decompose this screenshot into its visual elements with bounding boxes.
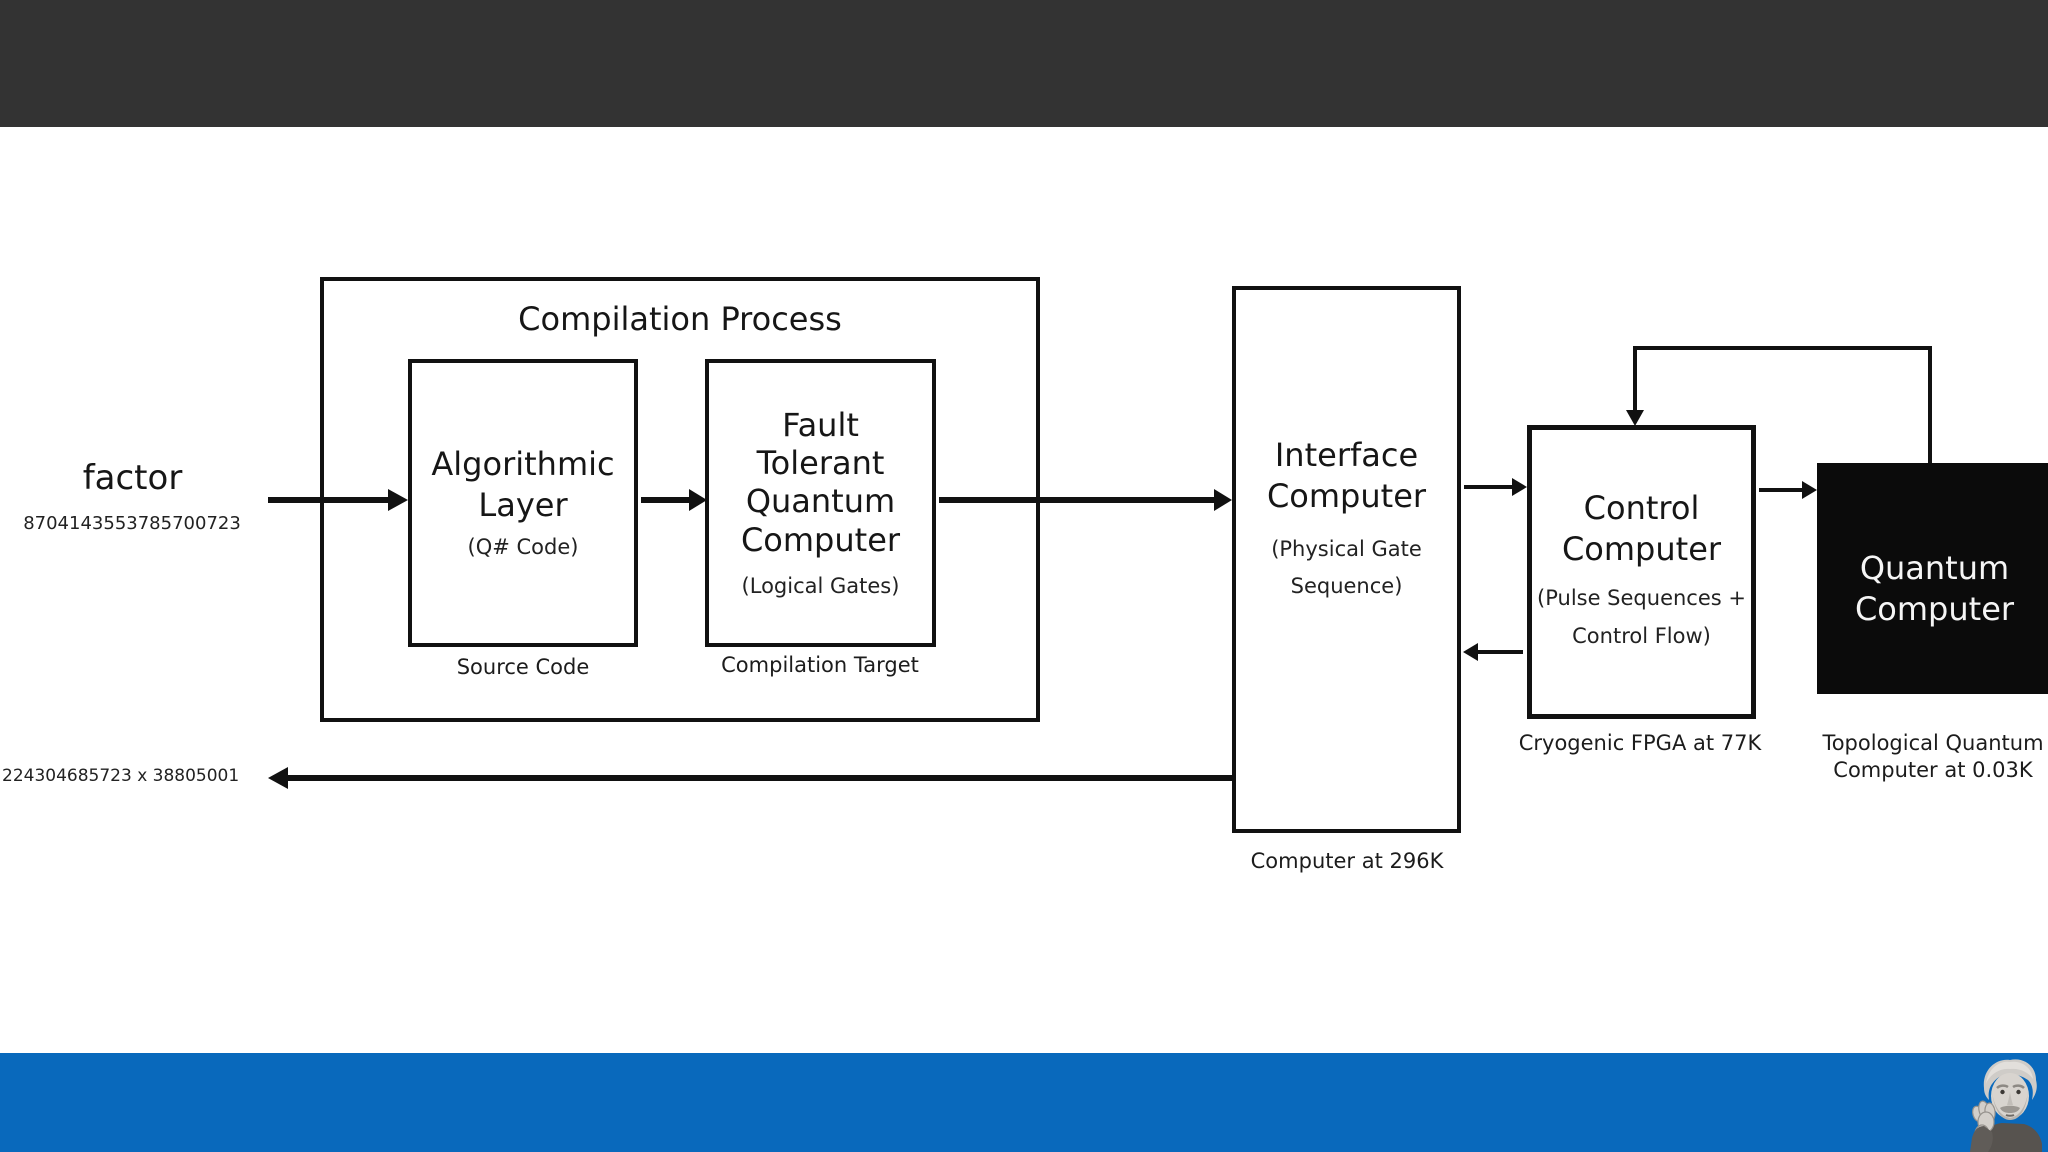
interface-computer-subtitle: (Physical Gate Sequence) (1271, 536, 1422, 599)
control-computer-title: Control Computer (1561, 489, 1722, 569)
fault-tolerant-subtitle: (Logical Gates) (741, 574, 900, 599)
topological-quantum-caption: Topological Quantum Computer at 0.03K (1822, 731, 2044, 783)
interface-computer-box: Interface Computer (Physical Gate Sequen… (1232, 286, 1461, 833)
cryogenic-fpga-caption: Cryogenic FPGA at 77K (1518, 731, 1762, 755)
source-code-caption: Source Code (456, 655, 590, 679)
bottom-accent-bar (0, 1053, 2048, 1152)
top-title-bar (0, 0, 2048, 127)
interface-computer-title: Interface Computer (1266, 435, 1427, 515)
compilation-process-box (320, 277, 1040, 722)
quantum-computer-box: Quantum Computer (1817, 463, 2048, 694)
einstein-photo (1970, 1059, 2042, 1152)
fault-tolerant-box: Fault Tolerant Quantum Computer (Logical… (705, 359, 936, 647)
control-computer-box: Control Computer (Pulse Sequences + Cont… (1527, 425, 1756, 719)
algorithmic-layer-subtitle: (Q# Code) (467, 535, 579, 560)
arrow-quantum-feedback-loop (1633, 346, 1932, 463)
fault-tolerant-title: Fault Tolerant Quantum Computer (740, 405, 901, 559)
algorithmic-layer-box: Algorithmic Layer (Q# Code) (408, 359, 638, 647)
compilation-process-title: Compilation Process (518, 300, 842, 338)
factor-input-value: 8704143553785700723 (23, 513, 241, 534)
quantum-computer-title: Quantum Computer (1854, 548, 2015, 628)
computer-296k-caption: Computer at 296K (1250, 849, 1444, 873)
compilation-target-caption: Compilation Target (721, 653, 919, 677)
control-computer-subtitle: (Pulse Sequences + Control Flow) (1537, 586, 1746, 648)
algorithmic-layer-title: Algorithmic Layer (431, 445, 615, 525)
factor-label: factor (82, 458, 183, 498)
result-output-value: 224304685723 x 38805001 (2, 766, 240, 786)
